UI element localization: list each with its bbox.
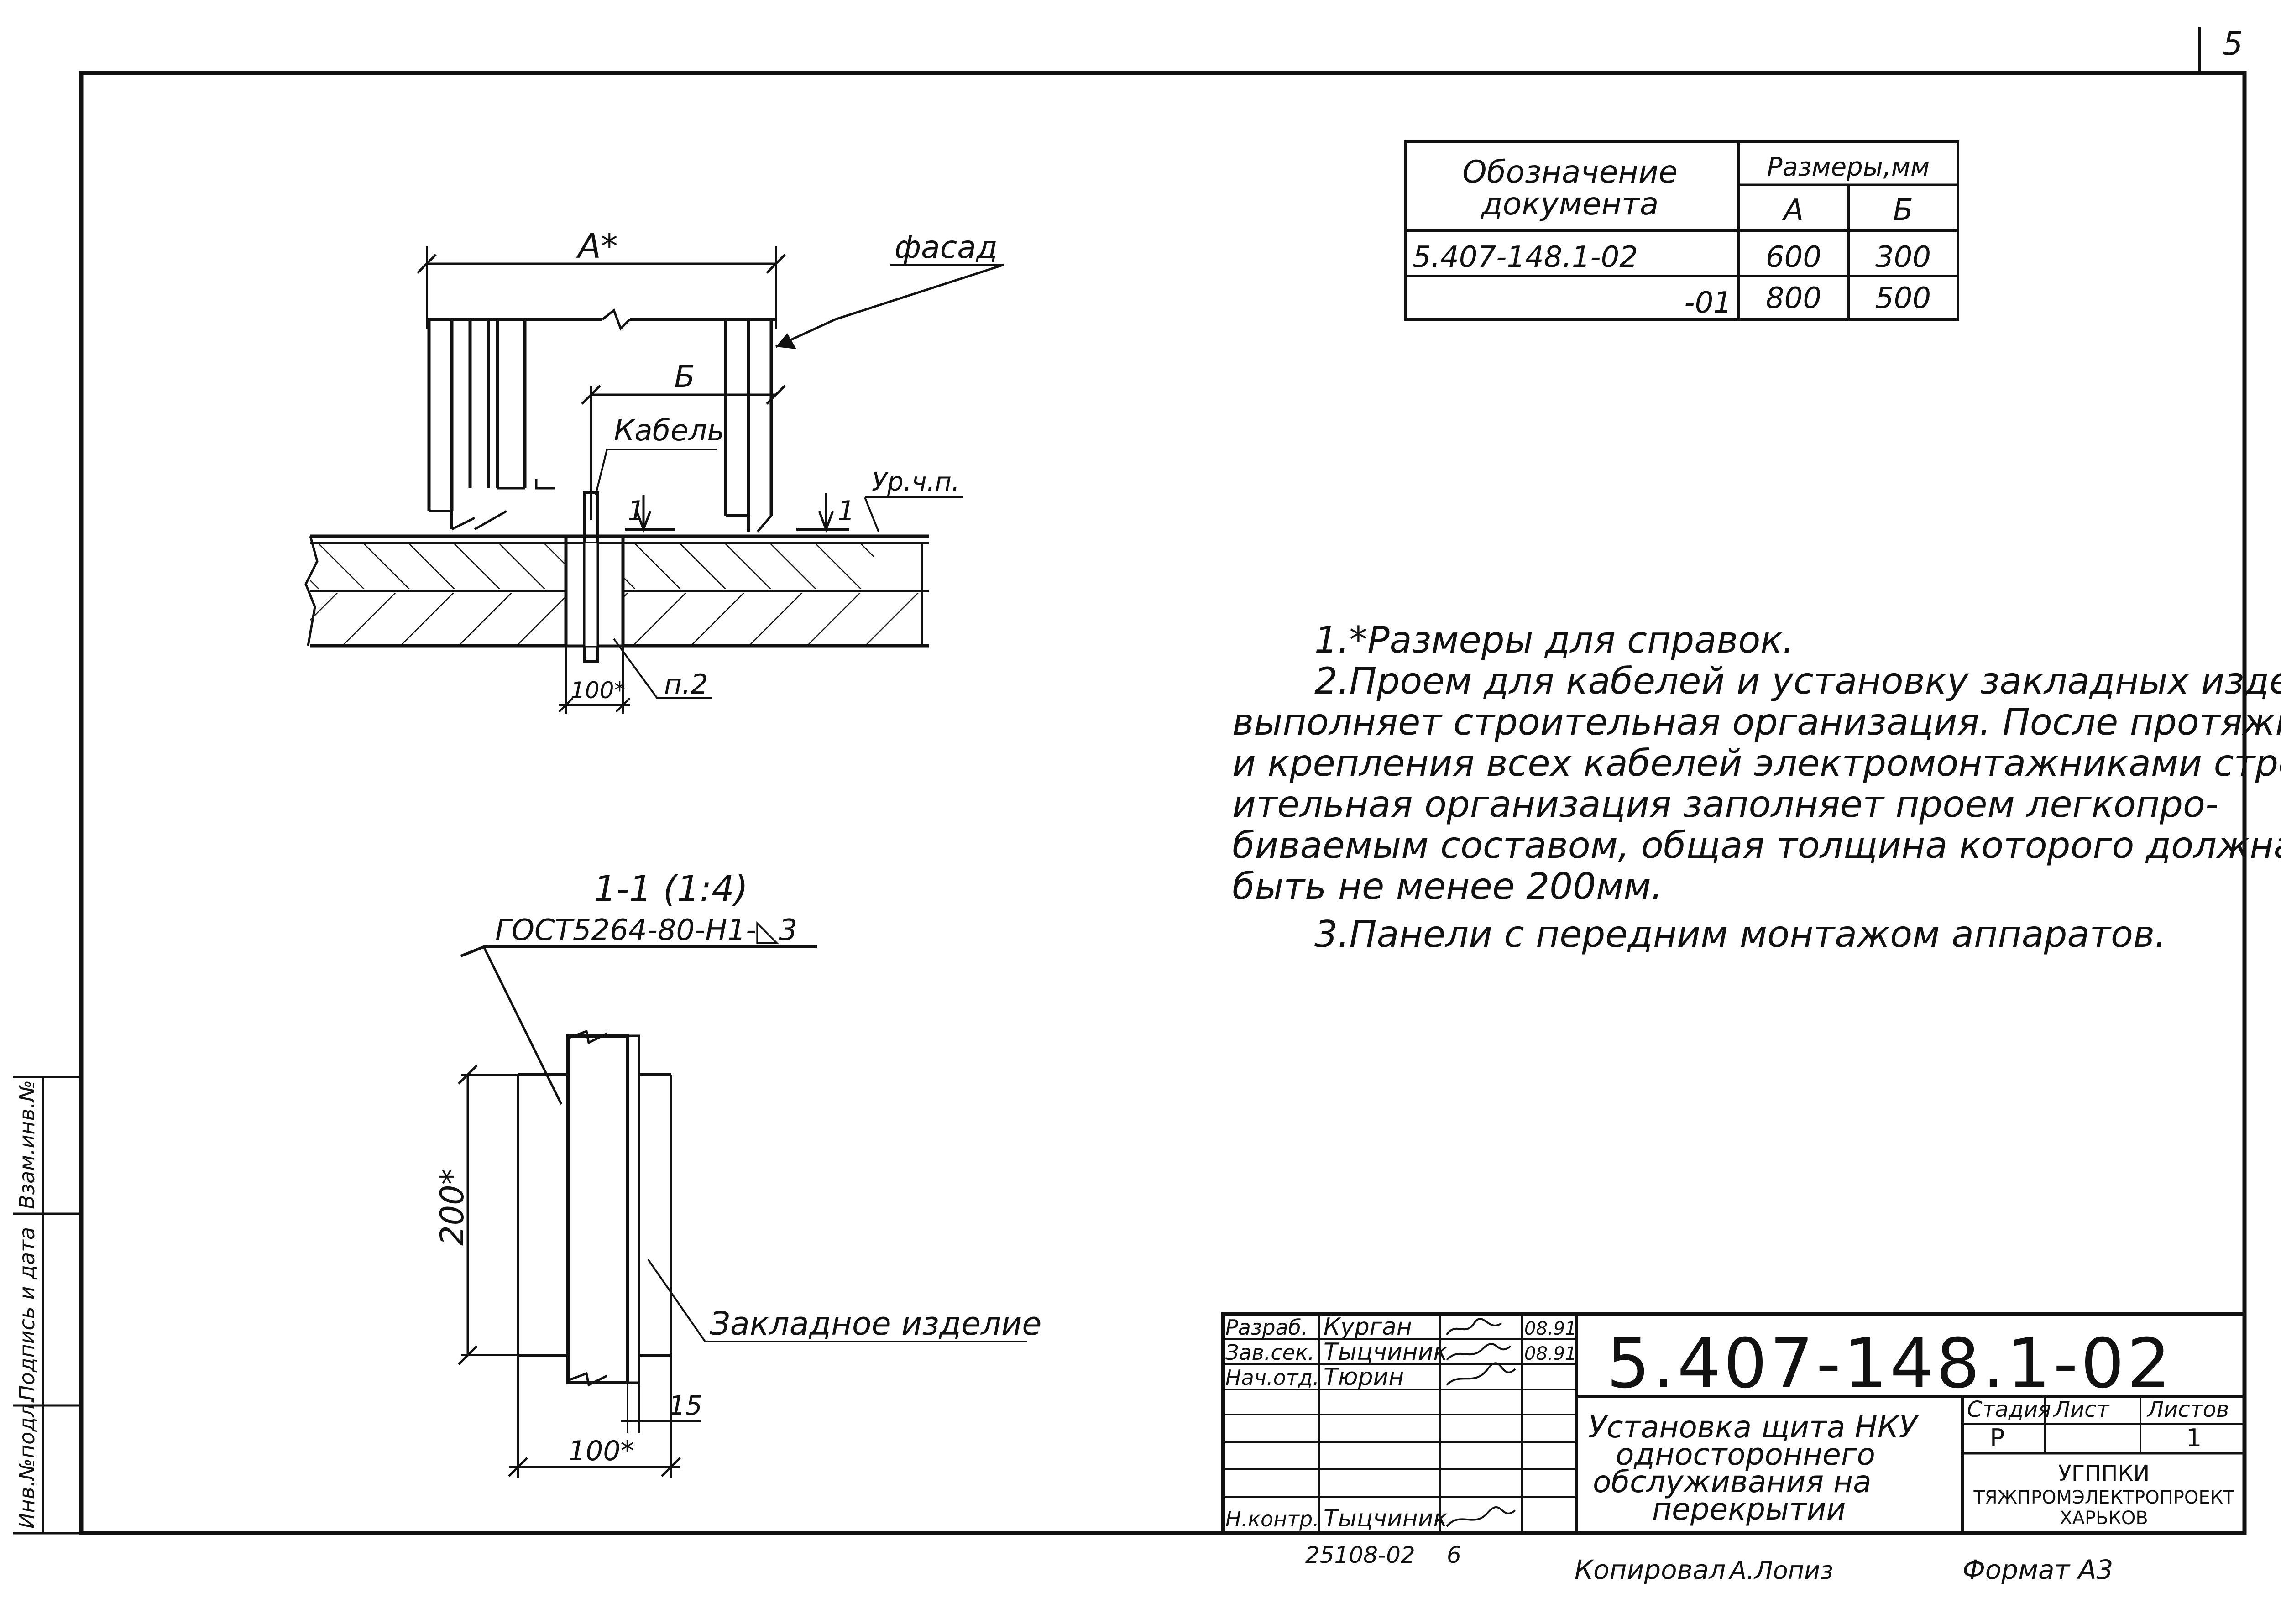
tb-date-1: 08.91 (1524, 1318, 1577, 1339)
table-header-designation-2: документа (1481, 186, 1659, 222)
tb-org-2: ТЯЖПРОМЭЛЕКТРОПРОЕКТ (1973, 1487, 2234, 1508)
tb-name-3: Тюрин (1324, 1363, 1404, 1391)
table-header-sizes: Размеры,мм (1767, 152, 1930, 182)
label-level: Ур.ч.п. (872, 467, 960, 497)
footer-copied: Копировал (1575, 1554, 1726, 1585)
table-header-b: Б (1893, 193, 1913, 227)
dim-15: 15 (669, 1390, 702, 1421)
note-2-line-3: и крепления всех кабелей электромонтажни… (1232, 742, 2281, 784)
note-3: 3.Панели с передним монтажом аппаратов. (1314, 913, 2166, 956)
table-header-a: А (1782, 193, 1804, 227)
footer-format: Формат А3 (1962, 1554, 2113, 1585)
note-2-line-6: быть не менее 200мм. (1232, 865, 1663, 908)
table-row1-designation: 5.407-148.1-02 (1413, 240, 1638, 274)
tb-role-4: Н.контр. (1225, 1507, 1319, 1531)
weld-spec: ГОСТ5264-80-Н1-◺3 (495, 914, 797, 947)
note-2-line-2: выполняет строительная организация. Посл… (1232, 701, 2281, 743)
note-2-line-5: биваемым составом, общая толщина которог… (1232, 824, 2281, 867)
label-p2: п.2 (664, 668, 708, 700)
note-1: 1.*Размеры для справок. (1314, 619, 1794, 661)
section-mark-left: 1 (628, 495, 645, 527)
footer-inv: 25108-02 (1305, 1542, 1415, 1568)
tb-title-3: обслуживания на (1593, 1464, 1872, 1499)
signatures (1446, 1318, 1516, 1527)
dim-100-section: 100* (568, 1435, 634, 1467)
footer-inv-sheet: 6 (1447, 1542, 1461, 1568)
notes: 1.*Размеры для справок. 2.Проем для кабе… (1232, 619, 2281, 956)
label-embedded: Закладное изделие (710, 1305, 1041, 1342)
side-sign-date: Подпись и дата (15, 1227, 39, 1401)
dim-b-label: Б (674, 359, 695, 394)
tb-code: 5.407-148.1-02 (1606, 1324, 2173, 1404)
tb-org-3: ХАРЬКОВ (2060, 1508, 2148, 1529)
side-stamp: Взам.инв.№ Подпись и дата Инв.№подл. (13, 1076, 81, 1535)
note-2-line-4: ительная организация заполняет проем лег… (1232, 783, 2218, 825)
tb-role-3: Нач.отд. (1225, 1365, 1319, 1390)
tb-title-2: одностороннего (1616, 1437, 1875, 1472)
side-inv: Инв.№подл. (15, 1397, 39, 1529)
dim-200: 200* (434, 1169, 471, 1246)
section-title: 1-1 (1:4) (594, 869, 748, 910)
tb-title-1: Установка щита НКУ (1588, 1410, 1919, 1445)
tb-sheets: 1 (2186, 1424, 2202, 1452)
sheet-frame: 5 (79, 25, 2247, 1535)
section-mark-right: 1 (837, 495, 855, 527)
tb-name-2: Тыцчиник (1324, 1338, 1448, 1366)
tb-date-2: 08.91 (1524, 1343, 1577, 1364)
tb-title-4: перекрытии (1652, 1492, 1846, 1527)
tb-sheets-label: Листов (2146, 1397, 2229, 1422)
dimensions-table: Обозначение документа Размеры,мм А Б 5.4… (1404, 140, 1959, 321)
tb-role-1: Разраб. (1225, 1315, 1308, 1340)
table-row2-a: 800 (1766, 282, 1821, 315)
tb-stage: Р (1990, 1424, 2005, 1452)
dim-a-label: А* (576, 227, 618, 266)
facade-drawing: А* фасад Б Кабель (304, 227, 1004, 714)
tb-sheet-label: Лист (2053, 1397, 2110, 1422)
section-drawing: 1-1 (1:4) ГОСТ5264-80-Н1-◺3 200* Закладн… (434, 869, 1041, 1478)
side-vzam: Взам.инв.№ (15, 1080, 39, 1209)
tb-org-1: УГППКИ (2058, 1461, 2150, 1486)
table-row1-a: 600 (1766, 240, 1821, 274)
tb-name-4: Тыцчиник (1324, 1505, 1448, 1532)
table-header-designation-1: Обозначение (1462, 154, 1678, 190)
dim-100-top: 100* (570, 677, 625, 704)
footer: 25108-02 6 Копировал А.Лопиз Формат А3 (1305, 1542, 2113, 1585)
title-block: Разраб. Курган 08.91 Зав.сек. Тыцчиник 0… (1221, 1312, 2246, 1535)
label-facade: фасад (895, 230, 998, 266)
footer-copied-by: А.Лопиз (1728, 1556, 1833, 1585)
table-row2-designation: -01 (1684, 286, 1732, 320)
page-number: 5 (2223, 25, 2243, 63)
table-row2-b: 500 (1875, 282, 1931, 315)
tb-name-1: Курган (1324, 1313, 1412, 1341)
table-row1-b: 300 (1875, 240, 1931, 274)
tb-stage-label: Стадия (1967, 1397, 2051, 1422)
tb-role-2: Зав.сек. (1225, 1340, 1314, 1365)
note-2-line-1: 2.Проем для кабелей и установку закладны… (1314, 660, 2281, 702)
label-cable: Кабель (614, 414, 724, 448)
